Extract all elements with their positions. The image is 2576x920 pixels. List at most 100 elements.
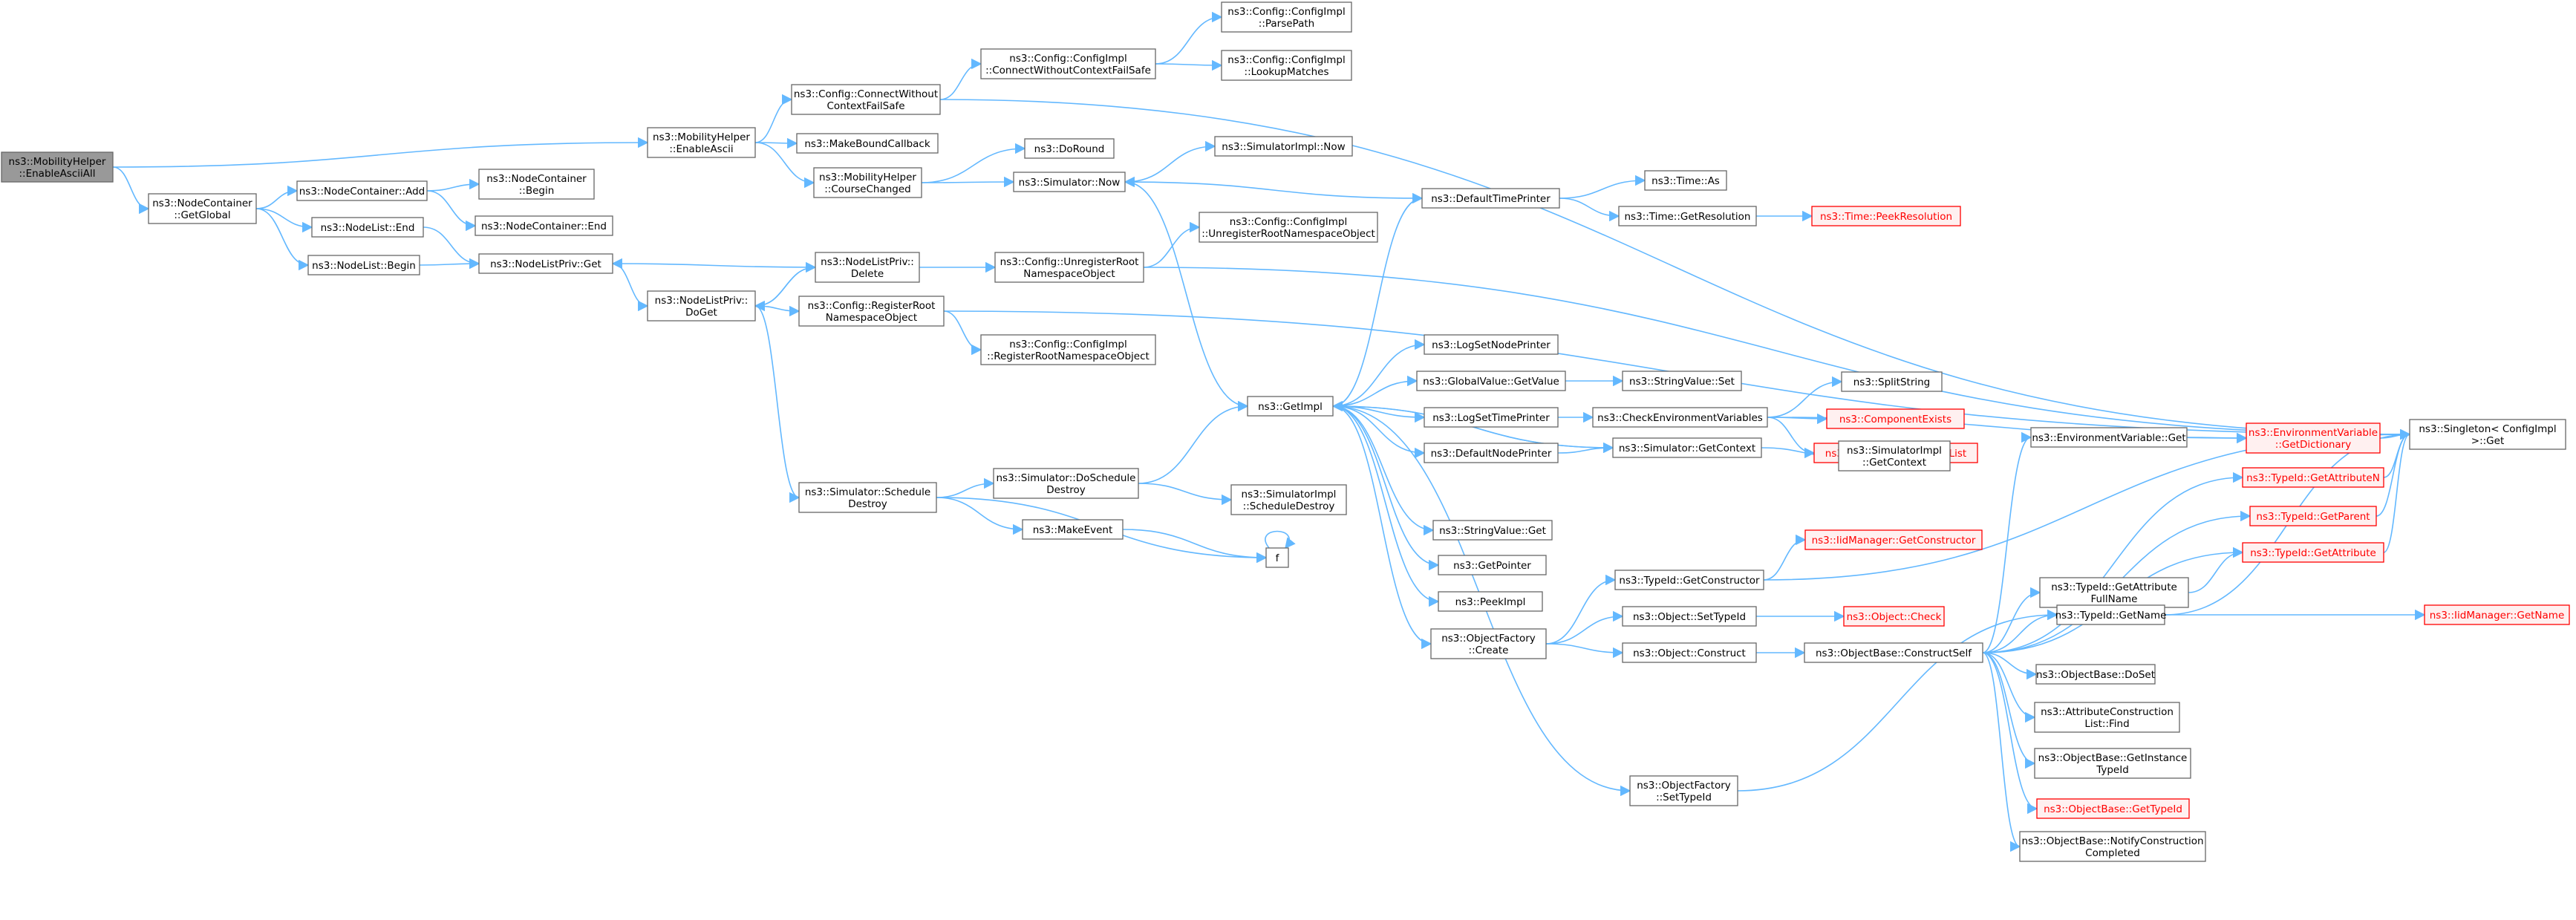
node-nc-add[interactable]: ns3::NodeContainer::Add xyxy=(296,180,428,201)
node-check-env-vars[interactable]: ns3::CheckEnvironmentVariables xyxy=(1592,407,1768,428)
node-label-line: ns3::NodeListPriv:: xyxy=(655,295,749,307)
node-root[interactable]: ns3::MobilityHelper::EnableAsciiAll xyxy=(1,151,114,183)
node-nc-begin[interactable]: ns3::NodeContainer::Begin xyxy=(478,169,595,200)
node-sim-get-context[interactable]: ns3::Simulator::GetContext xyxy=(1612,437,1762,458)
node-reg-root[interactable]: ns3::Config::RegisterRootNamespaceObject xyxy=(798,296,945,327)
edge-connect-wocfs-to-singleton-get xyxy=(939,99,2411,440)
node-obj-check[interactable]: ns3::Object::Check xyxy=(1843,606,1945,627)
node-enable-ascii[interactable]: ns3::MobilityHelper::EnableAscii xyxy=(647,127,756,158)
node-env-var-get-dict[interactable]: ns3::EnvironmentVariable::GetDictionary xyxy=(2246,423,2381,454)
node-obj-base-get-tid[interactable]: ns3::ObjectBase::GetTypeId xyxy=(2036,798,2190,819)
node-box xyxy=(791,84,941,115)
node-do-round[interactable]: ns3::DoRound xyxy=(1024,138,1115,159)
node-lookup-matches[interactable]: ns3::Config::ConfigImpl::LookupMatches xyxy=(1221,50,1352,81)
node-nlp-do-get[interactable]: ns3::NodeListPriv::DoGet xyxy=(647,290,756,322)
node-label-line: NamespaceObject xyxy=(826,312,917,324)
node-label-line: ns3::TypeId::GetConstructor xyxy=(1619,575,1760,587)
node-tid-get-attr-n[interactable]: ns3::TypeId::GetAttributeN xyxy=(2242,467,2384,488)
node-box xyxy=(1614,570,1764,590)
node-sched-destroy[interactable]: ns3::Simulator::ScheduleDestroy xyxy=(798,482,937,513)
node-peek-impl[interactable]: ns3::PeekImpl xyxy=(1438,591,1543,612)
node-impl-unreg[interactable]: ns3::Config::ConfigImpl::UnregisterRootN… xyxy=(1199,212,1378,243)
node-make-event[interactable]: ns3::MakeEvent xyxy=(1022,519,1124,540)
node-course-changed[interactable]: ns3::MobilityHelper::CourseChanged xyxy=(813,167,922,198)
node-iid-get-name[interactable]: ns3::IidManager::GetName xyxy=(2424,604,2570,625)
node-box xyxy=(815,252,920,283)
node-obj-base-construct-self[interactable]: ns3::ObjectBase::ConstructSelf xyxy=(1804,642,1983,663)
node-nlp-delete[interactable]: ns3::NodeListPriv::Delete xyxy=(815,252,920,283)
node-f[interactable]: f xyxy=(1265,547,1289,568)
node-obj-base-notify[interactable]: ns3::ObjectBase::NotifyConstructionCompl… xyxy=(2019,831,2206,862)
node-label-line: ns3::MobilityHelper xyxy=(9,156,106,168)
node-unreg-root[interactable]: ns3::Config::UnregisterRootNamespaceObje… xyxy=(994,252,1144,283)
node-sim-now[interactable]: ns3::Simulator::Now xyxy=(1013,172,1126,192)
node-of-set-type-id[interactable]: ns3::ObjectFactory::SetTypeId xyxy=(1629,775,1738,806)
node-obj-set-type-id[interactable]: ns3::Object::SetTypeId xyxy=(1622,606,1757,627)
node-iid-get-ctor[interactable]: ns3::IidManager::GetConstructor xyxy=(1804,529,1983,550)
node-nl-end[interactable]: ns3::NodeList::End xyxy=(311,217,424,238)
edge-reg-root-to-impl-reg xyxy=(943,310,982,356)
node-impl-reg[interactable]: ns3::Config::ConfigImpl::RegisterRootNam… xyxy=(980,334,1156,365)
node-log-set-time-printer[interactable]: ns3::LogSetTimePrinter xyxy=(1424,407,1559,428)
node-obj-base-do-set[interactable]: ns3::ObjectBase::DoSet xyxy=(2035,664,2156,685)
node-time-get-res[interactable]: ns3::Time::GetResolution xyxy=(1618,206,1757,226)
node-sim-impl-get-context[interactable]: ns3::SimulatorImpl::GetContext xyxy=(1838,440,1951,472)
node-gv-get-value[interactable]: ns3::GlobalValue::GetValue xyxy=(1416,371,1566,391)
node-sv-set[interactable]: ns3::StringValue::Set xyxy=(1622,371,1742,391)
node-env-var-get[interactable]: ns3::EnvironmentVariable::Get xyxy=(2030,427,2188,448)
node-tid-get-attr[interactable]: ns3::TypeId::GetAttribute xyxy=(2242,542,2384,563)
node-box xyxy=(796,133,939,154)
node-label-line: ns3::Simulator::Schedule xyxy=(805,486,930,498)
node-label-line: ns3::DefaultTimePrinter xyxy=(1431,193,1551,205)
node-log-set-node-printer[interactable]: ns3::LogSetNodePrinter xyxy=(1424,334,1559,355)
node-def-node-printer[interactable]: ns3::DefaultNodePrinter xyxy=(1424,443,1559,463)
node-connect-wocfs[interactable]: ns3::Config::ConnectWithoutContextFailSa… xyxy=(791,84,941,115)
node-label-line: ns3::Simulator::DoSchedule xyxy=(997,472,1136,484)
node-label-line: ns3::IidManager::GetConstructor xyxy=(1812,535,1976,547)
node-parse-path[interactable]: ns3::Config::ConfigImpl::ParsePath xyxy=(1221,1,1352,33)
node-tid-get-ctor[interactable]: ns3::TypeId::GetConstructor xyxy=(1614,570,1764,590)
node-impl-connect-wocfs[interactable]: ns3::Config::ConfigImpl::ConnectWithoutC… xyxy=(980,48,1156,79)
node-nc-get-global[interactable]: ns3::NodeContainer::GetGlobal xyxy=(148,193,257,224)
node-get-impl[interactable]: ns3::GetImpl xyxy=(1247,396,1334,417)
node-make-bound-callback[interactable]: ns3::MakeBoundCallback xyxy=(796,133,939,154)
node-obj-construct[interactable]: ns3::Object::Construct xyxy=(1622,642,1757,663)
node-comp-exists[interactable]: ns3::ComponentExists xyxy=(1826,408,1965,429)
edge-tid-get-attr-to-singleton-get xyxy=(2383,428,2411,553)
node-singleton-get[interactable]: ns3::Singleton< ConfigImpl>::Get xyxy=(2409,419,2566,450)
node-box xyxy=(1826,408,1965,429)
node-sim-impl-sched-destroy[interactable]: ns3::SimulatorImpl::ScheduleDestroy xyxy=(1230,484,1347,515)
node-label-line: ::GetContext xyxy=(1862,457,1926,469)
node-label-line: ns3::GlobalValue::GetValue xyxy=(1423,376,1559,388)
node-split-string[interactable]: ns3::SplitString xyxy=(1841,371,1943,392)
node-box xyxy=(647,127,756,158)
edge-course-changed-to-sim-now xyxy=(921,176,1015,188)
node-label-line: NamespaceObject xyxy=(1023,268,1115,280)
edge-sim-now-to-get-impl xyxy=(1124,181,1249,412)
node-get-pointer[interactable]: ns3::GetPointer xyxy=(1438,555,1547,575)
node-label-line: ns3::MobilityHelper xyxy=(653,131,750,143)
node-box xyxy=(993,468,1139,499)
node-label-line: ns3::NodeListPriv:: xyxy=(821,256,914,268)
node-nc-end[interactable]: ns3::NodeContainer::End xyxy=(475,215,613,236)
node-box xyxy=(1432,520,1553,541)
node-label-line: ::ParsePath xyxy=(1259,18,1314,30)
node-label-line: ns3::NodeList::Begin xyxy=(312,260,416,272)
node-def-time-printer[interactable]: ns3::DefaultTimePrinter xyxy=(1421,188,1560,209)
node-of-create[interactable]: ns3::ObjectFactory::Create xyxy=(1430,628,1547,659)
node-tid-get-parent[interactable]: ns3::TypeId::GetParent xyxy=(2249,506,2377,526)
node-nl-begin[interactable]: ns3::NodeList::Begin xyxy=(307,255,420,275)
node-nlp-get[interactable]: ns3::NodeListPriv::Get xyxy=(478,253,613,274)
edge-nc-add-to-nc-end xyxy=(426,190,477,232)
node-sim-impl-now[interactable]: ns3::SimulatorImpl::Now xyxy=(1214,136,1353,157)
node-peek-res[interactable]: ns3::Time::PeekResolution xyxy=(1811,206,1961,226)
node-time-as[interactable]: ns3::Time::As xyxy=(1644,170,1727,191)
edge-enable-ascii-to-connect-wocfs xyxy=(754,94,793,143)
node-tid-get-name[interactable]: ns3::TypeId::GetName xyxy=(2055,604,2167,625)
node-sv-get[interactable]: ns3::StringValue::Get xyxy=(1432,520,1553,541)
